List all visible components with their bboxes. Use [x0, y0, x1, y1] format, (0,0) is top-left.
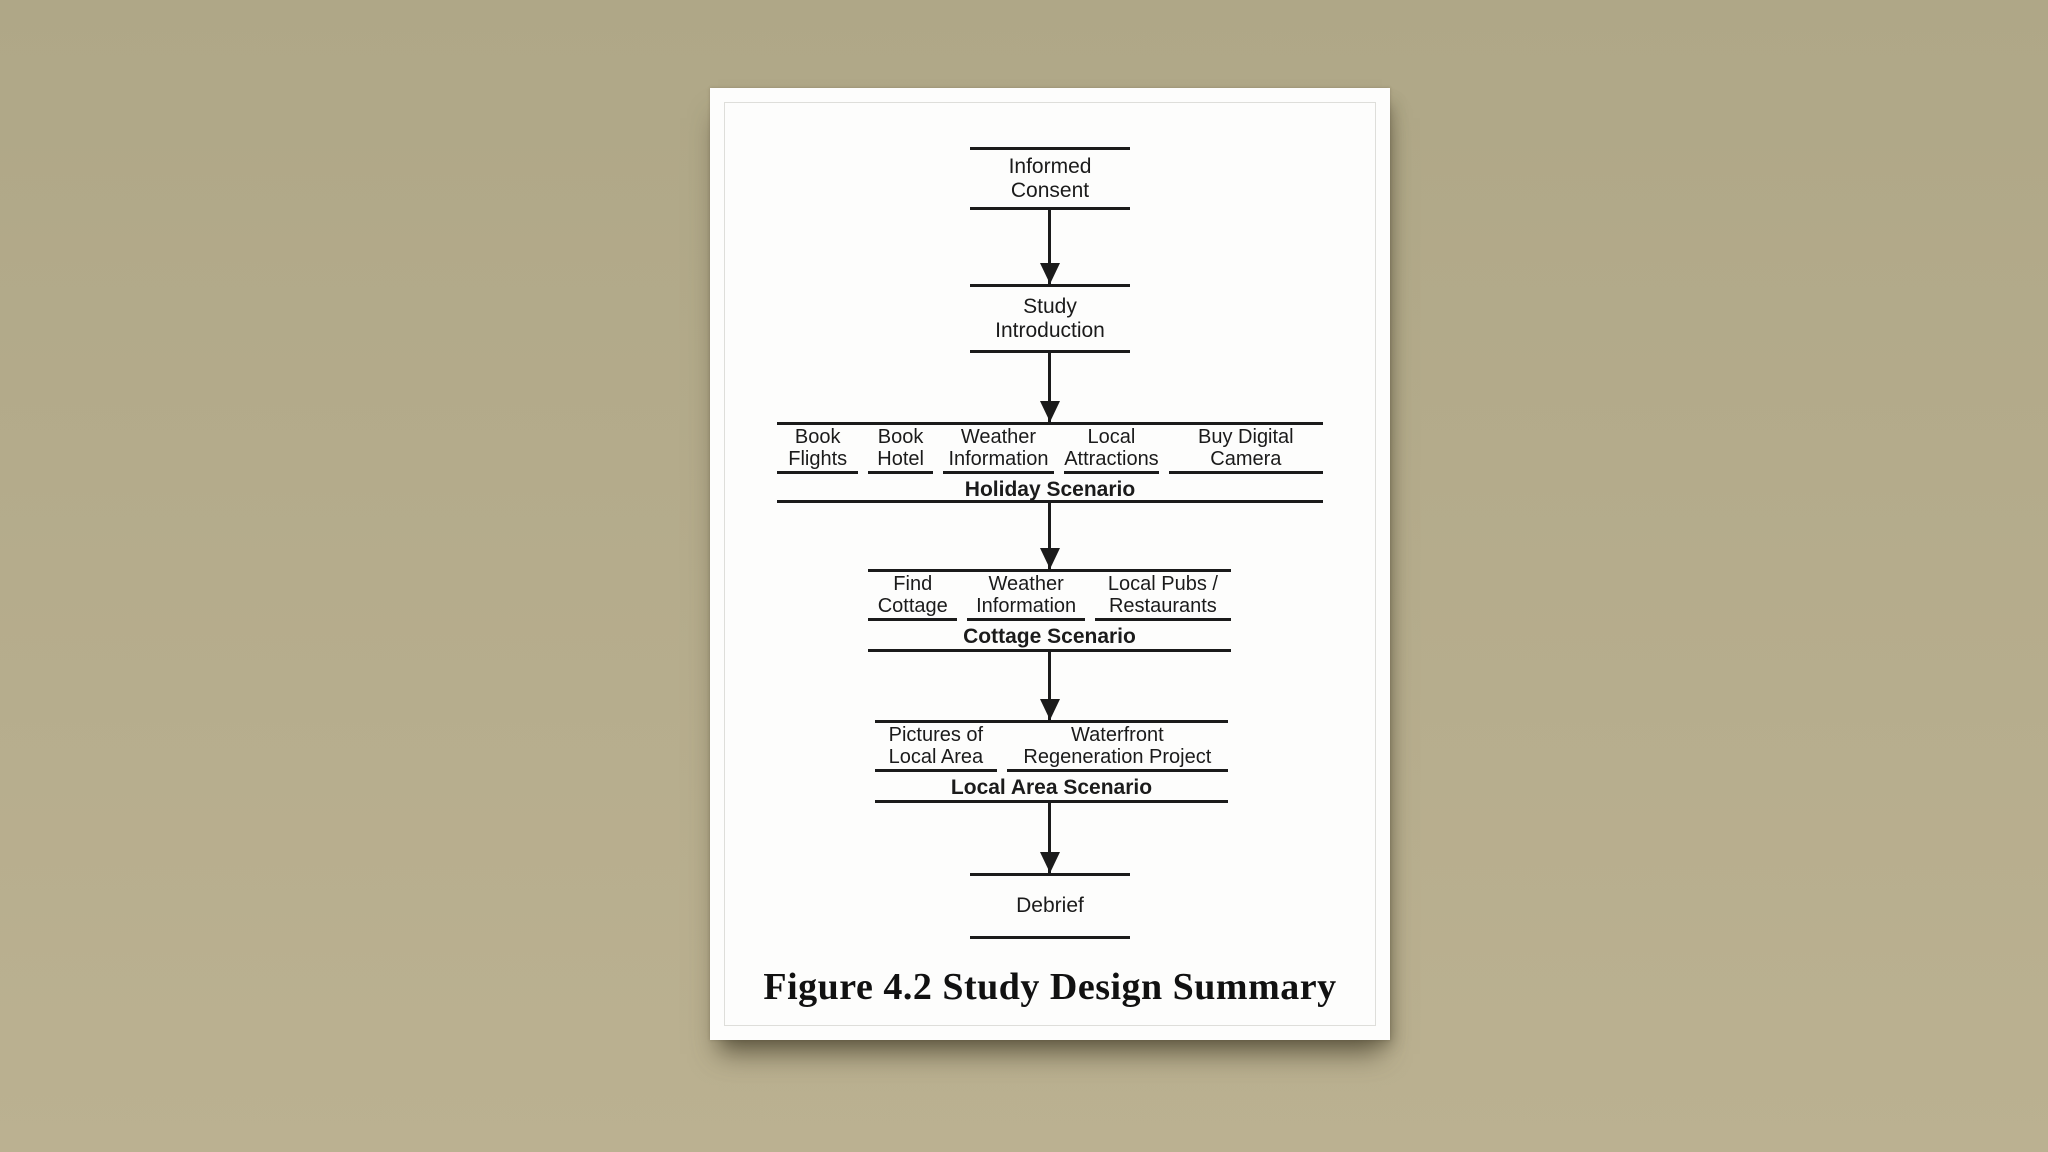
arrow-down-icon: [1048, 503, 1051, 569]
node-label-line: Introduction: [995, 318, 1105, 342]
scenario-holiday: Book Flights Book Hotel Weather Informat…: [777, 422, 1323, 503]
scenario-task-row: Pictures of Local Area Waterfront Regene…: [875, 723, 1228, 772]
scenario-cottage: Find Cottage Weather Information Local P…: [868, 569, 1231, 652]
node-debrief: Debrief: [970, 873, 1130, 939]
scenario-task-row: Find Cottage Weather Information Local P…: [868, 572, 1231, 621]
arrow-down-icon: [1048, 210, 1051, 284]
arrow-down-icon: [1048, 652, 1051, 720]
task-book-flights: Book Flights: [777, 425, 859, 474]
task-local-attractions: Local Attractions: [1064, 425, 1159, 474]
node-label-line: Study: [1023, 294, 1077, 318]
task-local-pubs-restaurants: Local Pubs / Restaurants: [1094, 572, 1231, 621]
scenario-title: Holiday Scenario: [964, 478, 1136, 501]
task-buy-digital-camera: Buy Digital Camera: [1168, 425, 1323, 474]
document-page: Informed Consent Study Introduction Book…: [710, 88, 1390, 1040]
scenario-local-area: Pictures of Local Area Waterfront Regene…: [875, 720, 1228, 803]
node-label-line: Debrief: [1016, 894, 1084, 917]
scenario-title: Local Area Scenario: [950, 776, 1153, 799]
task-weather-information: Weather Information: [967, 572, 1085, 621]
task-pictures-of-local-area: Pictures of Local Area: [875, 723, 997, 772]
node-informed-consent: Informed Consent: [970, 147, 1130, 210]
scenario-title: Cottage Scenario: [963, 625, 1136, 648]
figure-caption: Figure 4.2 Study Design Summary: [763, 966, 1337, 1008]
node-label-line: Consent: [1010, 178, 1090, 202]
node-label-line: Informed: [1008, 154, 1092, 178]
task-waterfront-regeneration-project: Waterfront Regeneration Project: [1006, 723, 1228, 772]
task-weather-information: Weather Information: [942, 425, 1055, 474]
scenario-task-row: Book Flights Book Hotel Weather Informat…: [777, 425, 1323, 474]
task-book-hotel: Book Hotel: [868, 425, 933, 474]
arrow-down-icon: [1048, 803, 1051, 873]
arrow-down-icon: [1048, 353, 1051, 422]
node-study-introduction: Study Introduction: [970, 284, 1130, 353]
task-find-cottage: Find Cottage: [868, 572, 958, 621]
